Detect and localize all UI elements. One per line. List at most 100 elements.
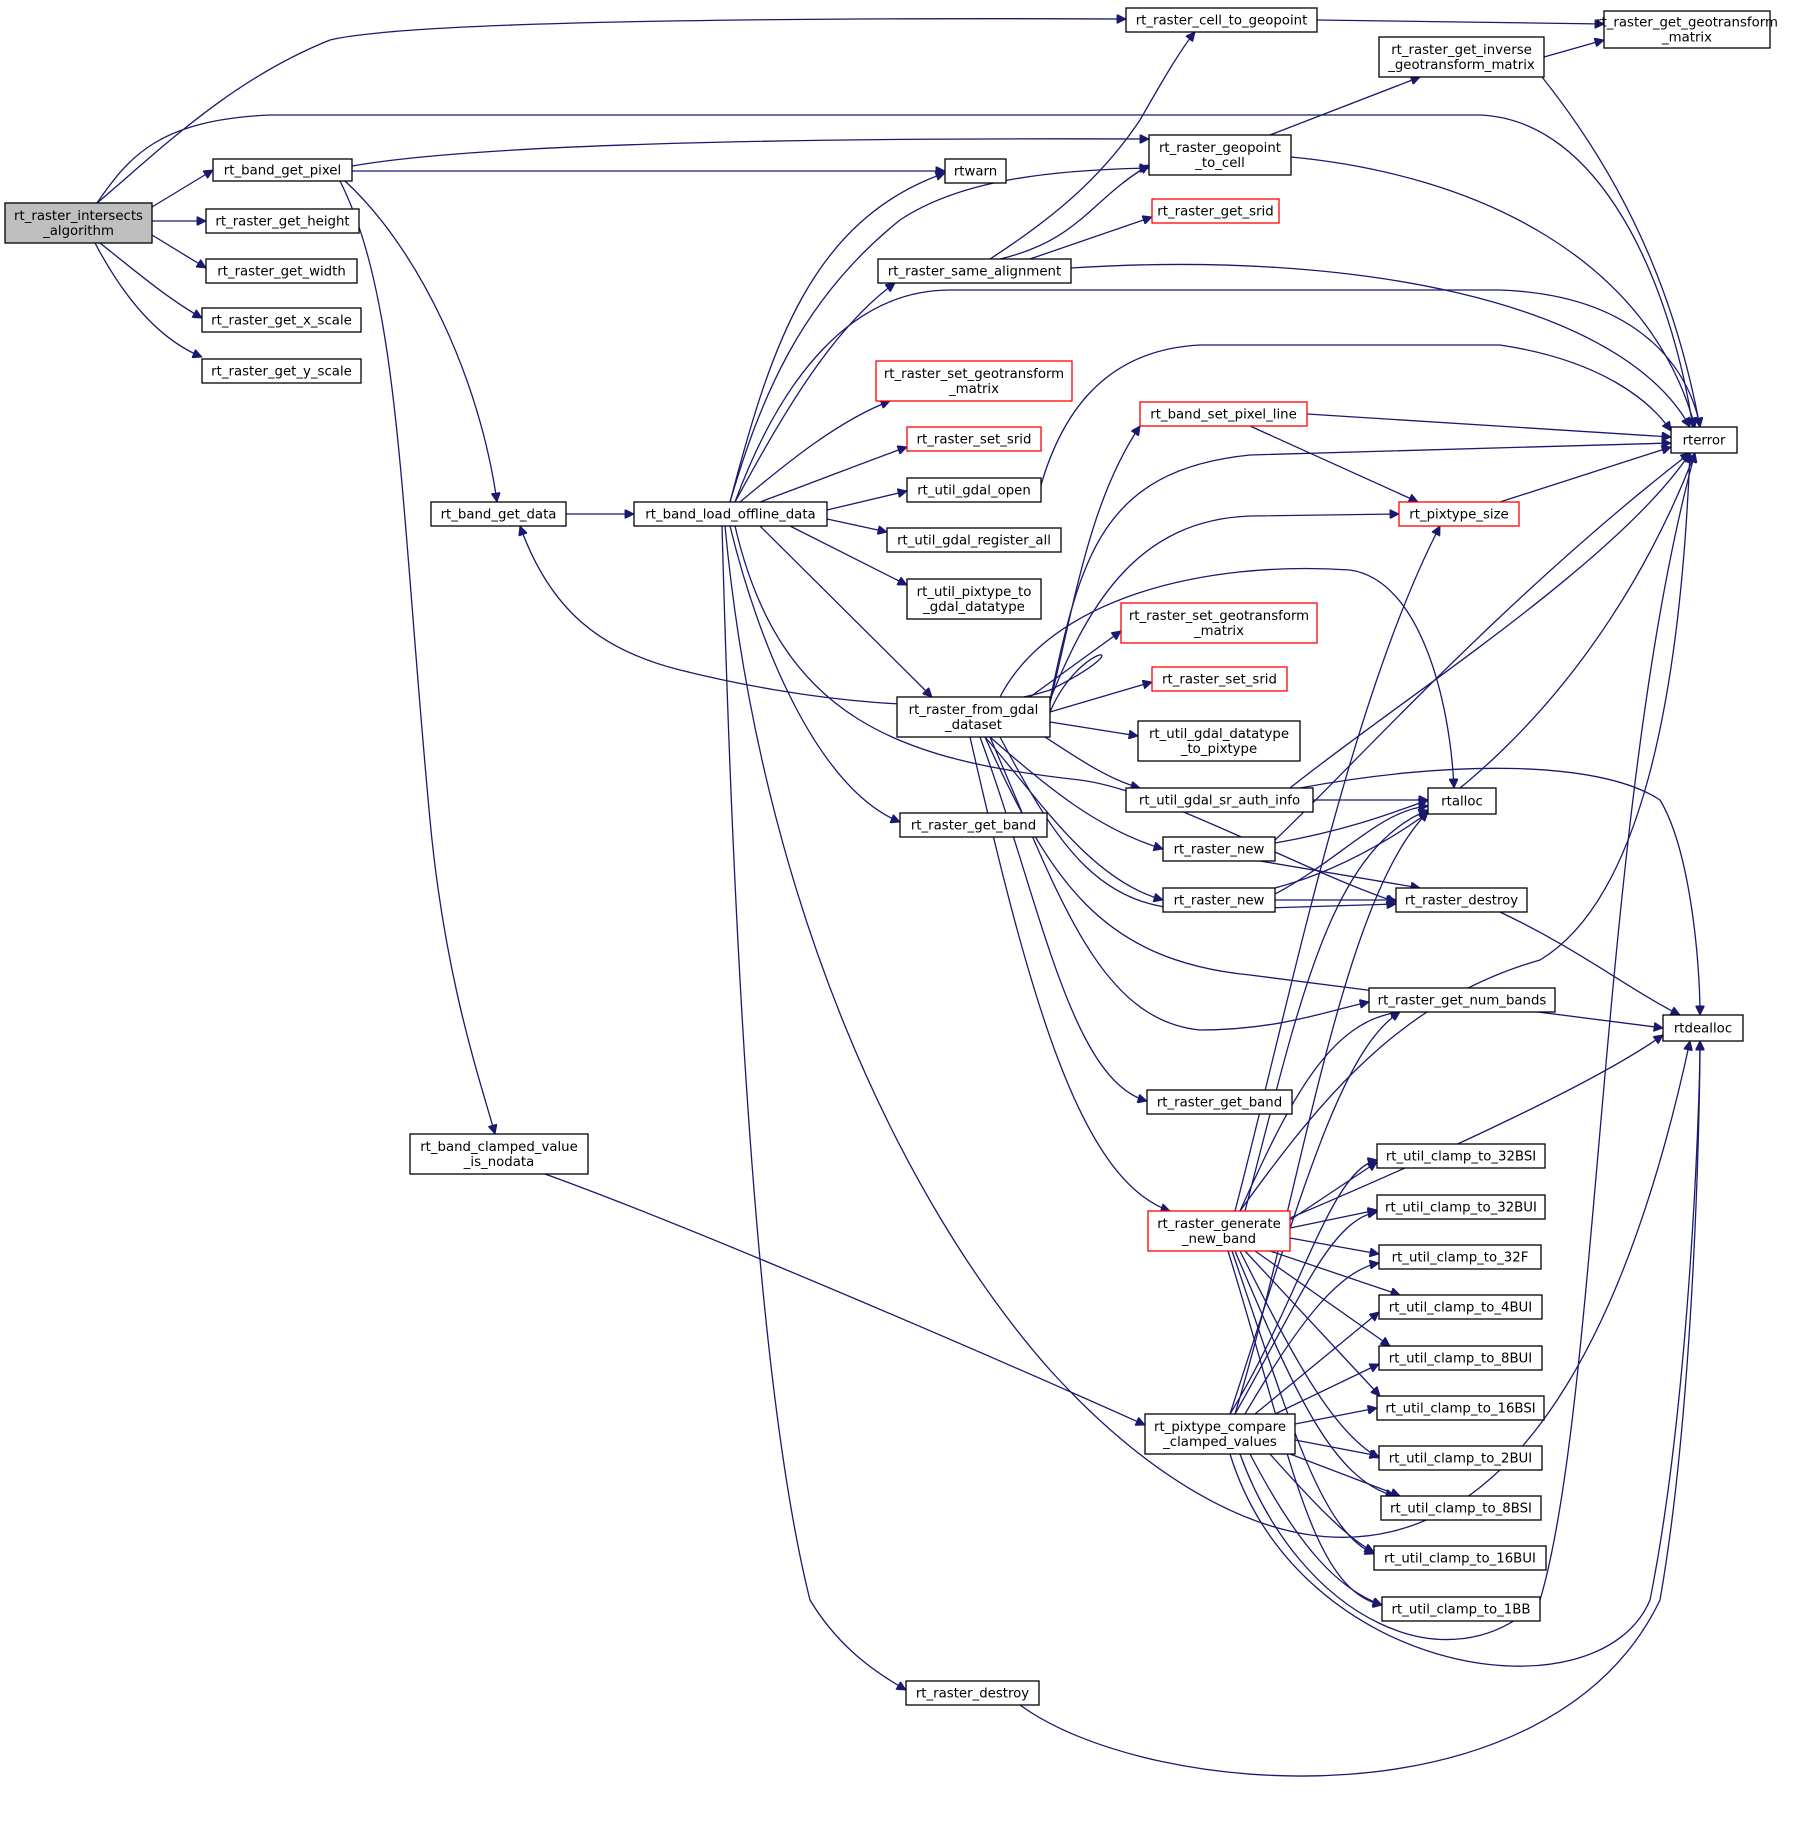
edge-compare_clamped-to-rtdealloc — [1229, 1041, 1700, 1667]
node-get-inverse-geo[interactable]: rt_raster_get_inverse_geotransform_matri… — [1378, 36, 1545, 78]
node-box — [906, 426, 1042, 452]
node-clamp-32BSI[interactable]: rt_util_clamp_to_32BSI — [1376, 1143, 1546, 1169]
edge-from_gdal-to-raster_new_1 — [989, 736, 1163, 849]
edge-from_gdal-to-raster_new_2 — [984, 736, 1163, 900]
node-raster-destroy-r[interactable]: rt_raster_destroy — [1395, 887, 1528, 913]
node-clamp-32F[interactable]: rt_util_clamp_to_32F — [1378, 1244, 1542, 1270]
edge-cell_to_geopoint-to-get_geotransform — [1316, 19, 1604, 24]
node-gdal-datatype-to-pix[interactable]: rt_util_gdal_datatype_to_pixtype — [1137, 720, 1301, 762]
node-label: _matrix — [948, 382, 999, 397]
node-raster-new-2[interactable]: rt_raster_new — [1162, 887, 1276, 913]
edge-band_load_offline-to-raster_destroy_r — [734, 525, 1396, 902]
node-same-alignment[interactable]: rt_raster_same_alignment — [877, 258, 1072, 284]
node-raster-new-1[interactable]: rt_raster_new — [1162, 836, 1276, 862]
node-label: rt_band_get_pixel — [224, 164, 341, 179]
node-label: _to_pixtype — [1180, 742, 1257, 757]
node-clamp-32BUI[interactable]: rt_util_clamp_to_32BUI — [1376, 1194, 1546, 1220]
node-label: rt_util_clamp_to_2BUI — [1389, 1452, 1532, 1467]
node-box — [212, 158, 353, 182]
edge-from_gdal-to-sr_auth_info — [1044, 736, 1140, 788]
node-label: _new_band — [1181, 1232, 1256, 1247]
node-compare-clamped[interactable]: rt_pixtype_compare_clamped_values — [1144, 1413, 1296, 1455]
edge-gdal_open-to-rterror — [1040, 344, 1671, 486]
node-box — [1125, 787, 1314, 813]
node-root[interactable]: rt_raster_intersects_algorithm — [4, 202, 153, 244]
node-get-y-scale[interactable]: rt_raster_get_y_scale — [201, 358, 362, 384]
node-cell-to-geopoint[interactable]: rt_raster_cell_to_geopoint — [1125, 7, 1318, 33]
node-box — [896, 696, 1051, 738]
node-clamp-8BUI[interactable]: rt_util_clamp_to_8BUI — [1378, 1345, 1543, 1371]
node-band-set-pixel-line[interactable]: rt_band_set_pixel_line — [1139, 401, 1308, 427]
node-set-geo-2[interactable]: rt_raster_set_geotransform_matrix — [1120, 602, 1318, 644]
node-get-x-scale[interactable]: rt_raster_get_x_scale — [201, 307, 362, 333]
node-get-num-bands[interactable]: rt_raster_get_num_bands — [1368, 987, 1556, 1013]
node-set-srid-1[interactable]: rt_raster_set_srid — [906, 426, 1042, 452]
node-box — [4, 202, 153, 244]
edge-generate_new_band-to-rterror — [1239, 453, 1690, 1212]
node-band-get-data[interactable]: rt_band_get_data — [430, 501, 567, 527]
node-rtdealloc[interactable]: rtdealloc — [1662, 1014, 1744, 1042]
node-band-load-offline[interactable]: rt_band_load_offline_data — [633, 501, 828, 527]
node-label: rt_raster_generate — [1157, 1217, 1281, 1232]
node-label: rt_util_clamp_to_32BUI — [1385, 1201, 1537, 1216]
node-box — [1380, 1495, 1542, 1521]
node-generate-new-band[interactable]: rt_raster_generate_new_band — [1147, 1210, 1291, 1252]
node-get-band-1[interactable]: rt_raster_get_band — [899, 812, 1048, 838]
edge-raster_new_1-to-rtalloc — [1274, 800, 1428, 844]
node-box — [906, 578, 1042, 620]
node-clamp-2BUI[interactable]: rt_util_clamp_to_2BUI — [1378, 1445, 1543, 1471]
node-clamp-16BSI[interactable]: rt_util_clamp_to_16BSI — [1376, 1395, 1545, 1421]
edge-compare_clamped-to-clamp_32F — [1244, 1263, 1379, 1415]
node-from-gdal[interactable]: rt_raster_from_gdal_dataset — [896, 696, 1051, 738]
node-band-get-pixel[interactable]: rt_band_get_pixel — [212, 158, 353, 182]
node-get-width[interactable]: rt_raster_get_width — [205, 258, 358, 284]
node-box — [1381, 1596, 1541, 1622]
node-sr-auth-info[interactable]: rt_util_gdal_sr_auth_info — [1125, 787, 1314, 813]
node-gdal-open[interactable]: rt_util_gdal_open — [906, 477, 1042, 503]
node-rtalloc[interactable]: rtalloc — [1427, 787, 1497, 815]
node-clamp-1BB[interactable]: rt_util_clamp_to_1BB — [1381, 1596, 1541, 1622]
node-label: rt_util_pixtype_to — [917, 585, 1032, 600]
node-pixtype-to-gdal[interactable]: rt_util_pixtype_to_gdal_datatype — [906, 578, 1042, 620]
node-box — [905, 1680, 1040, 1706]
edge-from_gdal-to-rtalloc — [999, 567, 1454, 788]
edge-from_gdal-to-get_band_2 — [979, 736, 1147, 1101]
node-box — [1378, 1445, 1543, 1471]
edge-compare_clamped-to-clamp_16BUI — [1269, 1453, 1374, 1553]
node-pixtype-size[interactable]: rt_pixtype_size — [1398, 501, 1520, 527]
edge-from_gdal-to-rterror — [1049, 443, 1671, 701]
node-clamp-4BUI[interactable]: rt_util_clamp_to_4BUI — [1378, 1294, 1543, 1320]
node-box — [1120, 602, 1318, 644]
node-box — [633, 501, 828, 527]
node-get-band-2[interactable]: rt_raster_get_band — [1146, 1089, 1293, 1115]
node-gdal-register-all[interactable]: rt_util_gdal_register_all — [886, 527, 1062, 553]
node-get-height[interactable]: rt_raster_get_height — [205, 208, 360, 234]
node-label: _dataset — [944, 718, 1002, 733]
node-label: rt_raster_destroy — [1405, 894, 1518, 909]
node-rterror[interactable]: rterror — [1670, 426, 1738, 454]
node-box — [944, 158, 1007, 184]
node-set-srid-2[interactable]: rt_raster_set_srid — [1151, 666, 1288, 692]
node-rtwarn[interactable]: rtwarn — [944, 158, 1007, 184]
edge-from_gdal-to-generate_new_band — [969, 736, 1170, 1211]
node-box — [1162, 836, 1276, 862]
node-label: rt_util_gdal_open — [917, 484, 1031, 499]
node-box — [886, 527, 1062, 553]
node-box — [1395, 887, 1528, 913]
node-clamp-8BSI[interactable]: rt_util_clamp_to_8BSI — [1380, 1495, 1542, 1521]
node-box — [1151, 666, 1288, 692]
node-set-geo-1[interactable]: rt_raster_set_geotransform_matrix — [875, 360, 1073, 402]
edge-geopoint_to_cell-to-get_inverse_geo — [1269, 77, 1420, 136]
node-geopoint-to-cell[interactable]: rt_raster_geopoint_to_cell — [1148, 134, 1292, 176]
node-label: rt_util_clamp_to_16BUI — [1384, 1552, 1536, 1567]
node-get-srid[interactable]: rt_raster_get_srid — [1151, 198, 1280, 224]
node-clamped-is-nodata[interactable]: rt_band_clamped_value_is_nodata — [409, 1133, 589, 1175]
node-label: rt_raster_get_x_scale — [211, 314, 352, 329]
node-raster-destroy-b[interactable]: rt_raster_destroy — [905, 1680, 1040, 1706]
node-box — [409, 1133, 589, 1175]
node-box — [1378, 1244, 1542, 1270]
edge-generate_new_band-to-clamp_16BSI — [1244, 1250, 1380, 1396]
node-clamp-16BUI[interactable]: rt_util_clamp_to_16BUI — [1373, 1545, 1547, 1571]
node-get-geotransform[interactable]: rt_raster_get_geotransform_matrix — [1596, 10, 1778, 49]
edge-band_load_offline-to-gdal_open — [826, 491, 907, 511]
